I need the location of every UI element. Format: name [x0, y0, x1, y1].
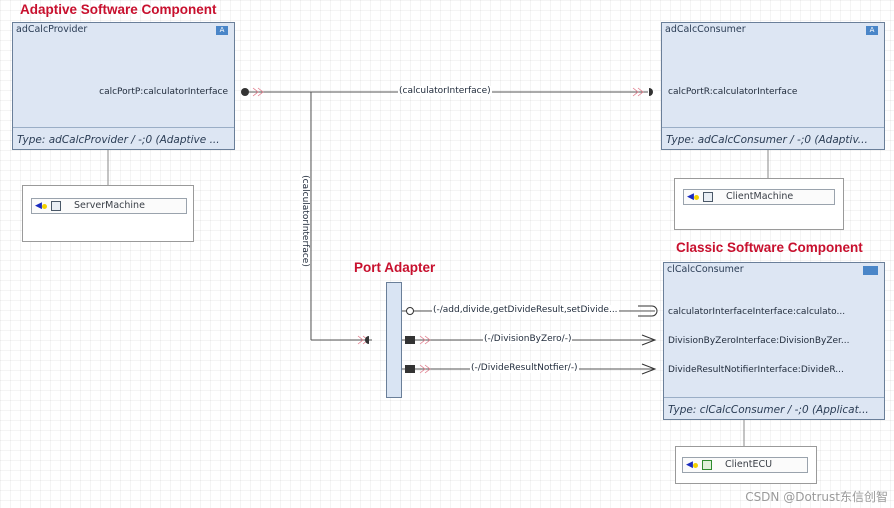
- connector-label-r3: (-/DivideResultNotfier/-): [470, 363, 579, 373]
- classic-separator: [664, 397, 884, 398]
- classic-type: Type: clCalcConsumer / -;0 (Applicat...: [668, 404, 869, 416]
- server-machine-box[interactable]: ◀ ServerMachine: [22, 185, 194, 242]
- adaptive-title: Adaptive Software Component: [20, 2, 217, 17]
- classic-port-icon-1: [638, 305, 658, 317]
- classic-port-icon-2: [641, 334, 657, 346]
- consumer-port-icon: [649, 88, 653, 96]
- arrow-icon: ◀: [686, 460, 693, 470]
- server-machine-item[interactable]: ◀ ServerMachine: [31, 198, 187, 214]
- connector-label-top: (calculatorInterface): [398, 86, 492, 96]
- watermark: CSDN @Dotrust东信创智: [745, 490, 888, 504]
- connector-label-r2: (-/DivisionByZero/-): [483, 334, 573, 344]
- adapter-out-port-icon-1: [406, 307, 414, 315]
- adapter-out-port-icon-2: [405, 336, 415, 344]
- consumer-separator: [662, 127, 884, 128]
- classic-name: clCalcConsumer: [667, 264, 744, 275]
- consumer-port-label: calcPortR:calculatorInterface: [668, 87, 798, 97]
- provider-component[interactable]: adCalcProvider A calcPortP:calculatorInt…: [12, 22, 235, 150]
- provider-type: Type: adCalcProvider / -;0 (Adaptive ...: [17, 134, 220, 146]
- marker-icon: [632, 87, 644, 97]
- adapter-in-port-icon: [365, 336, 369, 344]
- yellow-dot-icon: [42, 204, 47, 209]
- provider-separator: [13, 127, 234, 128]
- adapter-title: Port Adapter: [354, 260, 436, 275]
- arrow-icon: ◀: [35, 201, 42, 211]
- yellow-dot-icon: [693, 463, 698, 468]
- marker-icon: [419, 335, 431, 345]
- yellow-dot-icon: [694, 195, 699, 200]
- port-adapter[interactable]: [386, 282, 402, 398]
- consumer-type: Type: adCalcConsumer / -;0 (Adaptiv...: [666, 134, 868, 146]
- connector-label-r1: (-/add,divide,getDivideResult,setDivide.…: [432, 305, 619, 315]
- server-machine-label: ServerMachine: [74, 200, 145, 211]
- adapter-out-port-icon-3: [405, 365, 415, 373]
- machine-icon: [51, 201, 61, 211]
- classic-badge: [863, 266, 878, 275]
- machine-icon: [703, 192, 713, 202]
- client-machine-item[interactable]: ◀ ClientMachine: [683, 189, 835, 205]
- marker-icon: [252, 87, 264, 97]
- client-ecu-box[interactable]: ◀ ClientECU: [675, 446, 817, 484]
- marker-icon: [419, 364, 431, 374]
- connector-label-vertical: (calculatorInterface): [299, 174, 310, 268]
- arrow-icon: ◀: [687, 192, 694, 202]
- client-machine-box[interactable]: ◀ ClientMachine: [674, 178, 844, 230]
- consumer-component[interactable]: adCalcConsumer A calcPortR:calculatorInt…: [661, 22, 885, 150]
- classic-port-label-3: DivideResultNotifierInterface:DivideR...: [668, 365, 844, 375]
- client-ecu-item[interactable]: ◀ ClientECU: [682, 457, 808, 473]
- provider-port-label: calcPortP:calculatorInterface: [99, 87, 228, 97]
- classic-port-label-1: calculatorInterfaceInterface:calculato..…: [668, 307, 846, 317]
- provider-name: adCalcProvider: [16, 24, 88, 35]
- classic-port-label-2: DivisionByZeroInterface:DivisionByZer...: [668, 336, 850, 346]
- classic-port-icon-3: [641, 363, 657, 375]
- client-ecu-label: ClientECU: [725, 459, 773, 470]
- classic-component[interactable]: clCalcConsumer calculatorInterfaceInterf…: [663, 262, 885, 420]
- consumer-name: adCalcConsumer: [665, 24, 746, 35]
- classic-title: Classic Software Component: [676, 240, 863, 255]
- provider-port-icon: [241, 88, 249, 96]
- ecu-chip-icon: [702, 460, 712, 470]
- provider-badge: A: [216, 26, 228, 35]
- client-machine-label: ClientMachine: [726, 191, 794, 202]
- consumer-badge: A: [866, 26, 878, 35]
